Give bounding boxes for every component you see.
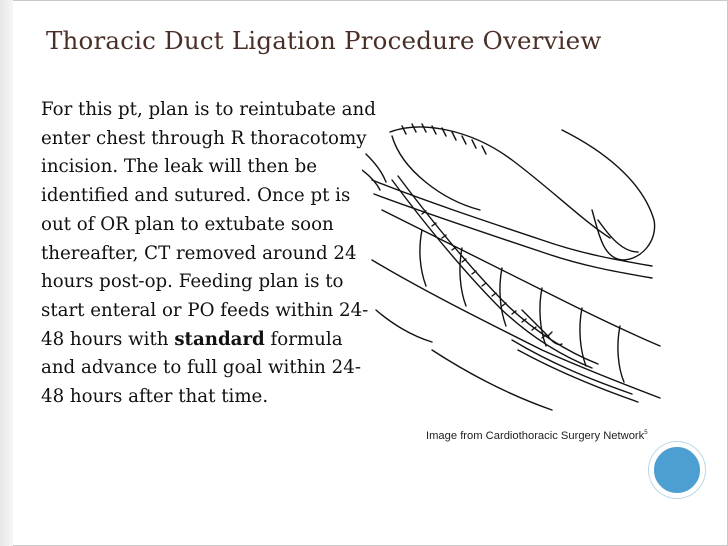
image-caption: Image from Cardiothoracic Surgery Networ… <box>426 430 648 442</box>
body-text-part-2: formula and advance to full goal within … <box>41 328 361 408</box>
caption-reference: 5 <box>644 430 648 436</box>
body-text-part-1: For this pt, plan is to reintubate and e… <box>41 99 376 350</box>
body-bold-word: standard <box>174 328 265 350</box>
slide-body-text: For this pt, plan is to reintubate and e… <box>41 96 376 412</box>
left-decorative-bar <box>0 0 13 546</box>
nav-circle[interactable] <box>649 442 705 498</box>
slide-title: Thoracic Duct Ligation Procedure Overvie… <box>46 26 602 55</box>
caption-text: Image from Cardiothoracic Surgery Networ… <box>426 430 645 442</box>
surgical-illustration <box>362 123 661 411</box>
